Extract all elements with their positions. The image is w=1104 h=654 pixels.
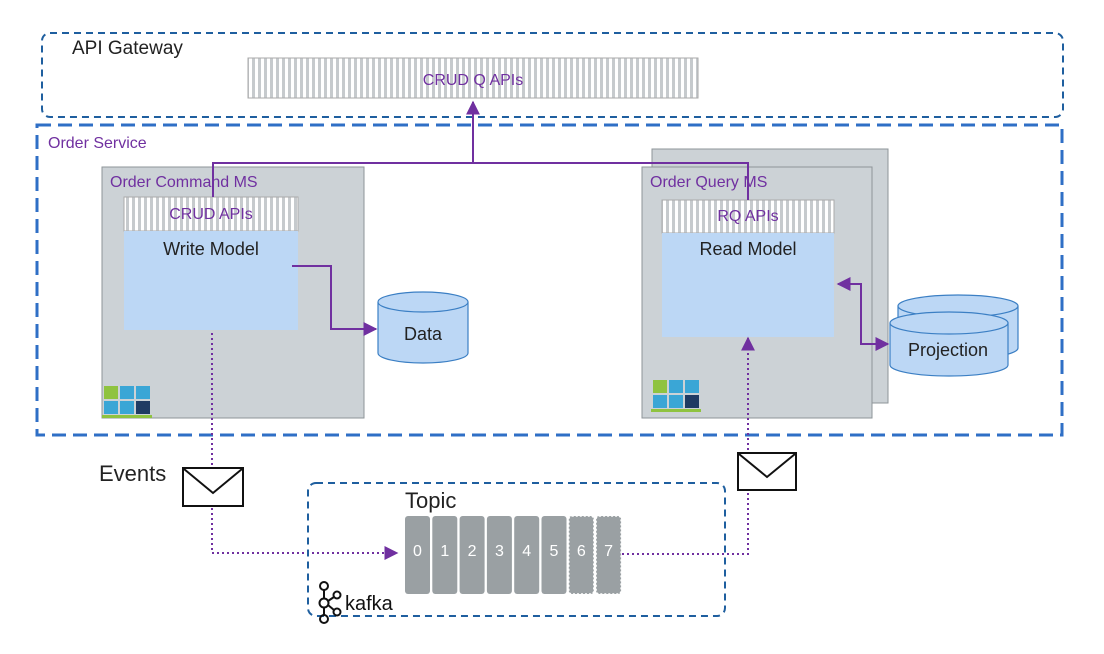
partition-1 (432, 516, 458, 594)
envelope-icon (737, 452, 797, 491)
events-to-topic-line (211, 333, 399, 560)
api-gateway-label: API Gateway (72, 38, 183, 59)
write-model-label: Write Model (163, 239, 259, 259)
partition-label-4: 4 (522, 543, 531, 560)
order-service-frame (35, 123, 1064, 437)
partition-2 (459, 516, 485, 594)
partition-label-0: 0 (413, 543, 422, 560)
partition-7 (595, 515, 622, 595)
partition-label-6: 6 (577, 543, 586, 560)
topic-partitions: 0 1 2 3 4 5 6 7 (405, 515, 622, 595)
order-service-label: Order Service (48, 135, 147, 152)
api-gateway: API Gateway CRUD Q APIs (41, 32, 1064, 118)
data-store: Data (377, 291, 469, 364)
crud-q-apis-bar[interactable] (247, 57, 699, 99)
crud-q-apis-label: CRUD Q APIs (423, 72, 523, 89)
partition-label-1: 1 (440, 543, 449, 560)
partition-3 (486, 516, 512, 594)
api-gateway-frame (41, 32, 1064, 118)
rq-apis-label: RQ APIs (717, 208, 778, 225)
order-command-ms: Order Command MS CRUD APIs Write Model (101, 166, 365, 419)
partition-label-5: 5 (550, 543, 559, 560)
read-model-projection-arrow (836, 277, 890, 351)
kafka-brand-label: kafka (345, 593, 394, 615)
write-to-data-arrow (292, 265, 378, 336)
read-model-box (662, 233, 834, 337)
kafka-frame (307, 482, 726, 617)
event-flows (211, 333, 755, 560)
topic-label: Topic (405, 488, 456, 513)
partition-5 (541, 516, 567, 594)
kafka-logo-icon (318, 581, 342, 624)
projection-store-label: Projection (908, 340, 988, 360)
order-query-ms-label: Order Query MS (650, 174, 767, 191)
order-command-ms-label: Order Command MS (110, 174, 258, 191)
partition-0 (405, 516, 430, 594)
container-stack-icon (651, 380, 701, 412)
partition-label-3: 3 (495, 543, 504, 560)
order-service: Order Service (35, 123, 1064, 437)
crud-apis-label: CRUD APIs (169, 206, 253, 223)
topic-to-read-model-line (622, 336, 755, 555)
data-store-label: Data (404, 324, 443, 344)
partition-6 (568, 515, 595, 595)
events-label: Events (99, 461, 166, 486)
write-model-box (124, 231, 298, 330)
gateway-fanout-line (212, 162, 749, 200)
order-query-ms: Order Query MS RQ APIs Read Model (641, 148, 889, 419)
partition-label-2: 2 (468, 543, 477, 560)
envelope-icon (182, 467, 244, 507)
partition-4 (514, 516, 540, 594)
kafka-topic: Topic 0 1 2 3 4 5 6 7 kafka (307, 482, 726, 624)
partition-label-7: 7 (604, 543, 613, 560)
read-model-label: Read Model (699, 239, 796, 259)
projection-store: Projection (889, 294, 1019, 377)
container-stack-icon (102, 386, 152, 418)
api-connectors (212, 100, 890, 351)
crud-apis-bar[interactable] (123, 196, 299, 232)
